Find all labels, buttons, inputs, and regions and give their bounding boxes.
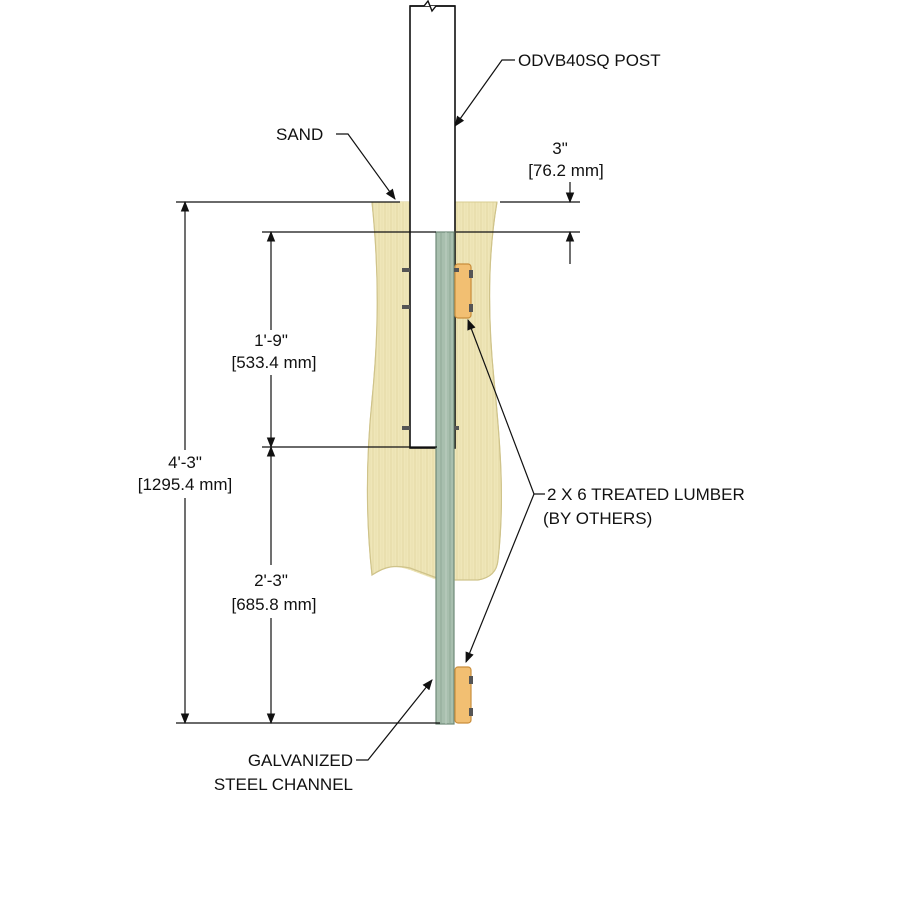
label-lumber-line1: 2 X 6 TREATED LUMBER	[547, 485, 745, 504]
dim-overall-imperial: 4'-3"	[168, 453, 202, 472]
dim-upper-metric: [533.4 mm]	[231, 353, 316, 372]
dim-top-offset-imperial: 3"	[552, 139, 568, 158]
post-cavity	[412, 200, 434, 446]
treated-lumber-upper	[454, 263, 472, 319]
label-channel-line2: STEEL CHANNEL	[214, 775, 353, 794]
bolts	[402, 268, 459, 430]
label-sand: SAND	[276, 125, 323, 144]
dim-lower-metric: [685.8 mm]	[231, 595, 316, 614]
leader-lines	[336, 59, 545, 761]
label-channel-line1: GALVANIZED	[248, 751, 353, 770]
dim-upper-imperial: 1'-9"	[254, 331, 288, 350]
label-post: ODVB40SQ POST	[518, 51, 661, 70]
sand-outline	[366, 201, 503, 581]
dimension-upper	[262, 230, 437, 449]
label-lumber-line2: (BY OTHERS)	[543, 509, 652, 528]
dimension-top-offset	[456, 182, 580, 264]
dim-lower-imperial: 2'-3"	[254, 571, 288, 590]
dimension-overall	[176, 200, 440, 725]
treated-lumber-lower	[454, 666, 472, 724]
sand-fill-left	[367, 202, 437, 580]
galvanized-steel-channel	[435, 231, 455, 725]
post-break-mark	[410, 0, 455, 13]
dim-overall-metric: [1295.4 mm]	[138, 475, 233, 494]
dim-top-offset-metric: [76.2 mm]	[528, 161, 604, 180]
